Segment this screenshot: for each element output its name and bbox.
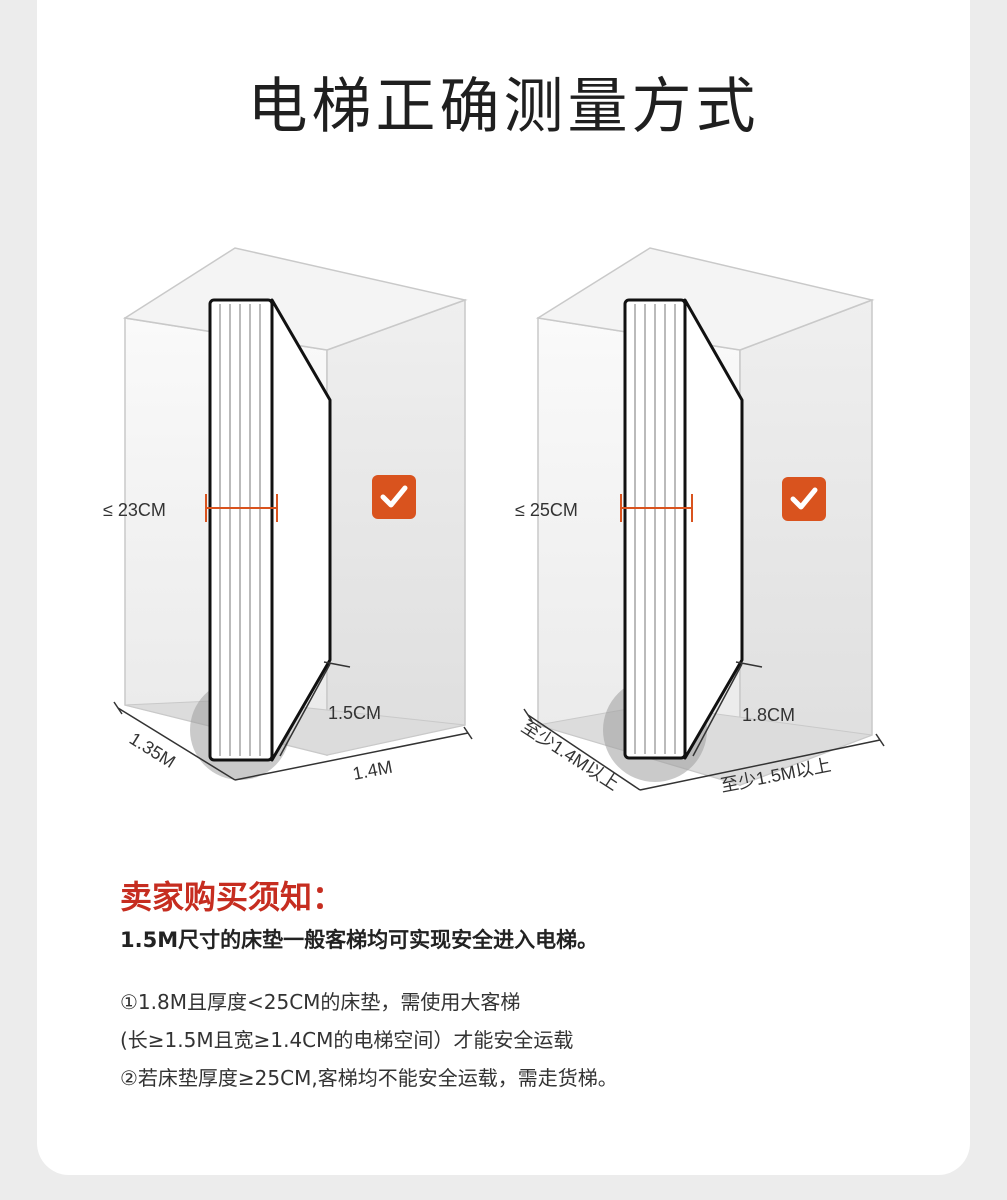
elevator-left: ≤ 23CM 1.5CM 1.35M 1.4M [103, 247, 473, 784]
mattress-left [208, 298, 332, 762]
notice-line-2: (长≥1.5M且宽≥1.4CM的电梯空间）才能安全运载 [120, 1028, 574, 1052]
diagonal-measure-left [279, 661, 351, 757]
thickness-label-right: ≤ 25CM [515, 500, 578, 520]
diagonal-label-right: 1.8CM [742, 705, 795, 725]
page-title: 电梯正确测量方式 [247, 72, 760, 142]
diagonal-measure-right [692, 661, 763, 757]
notice-line-1: ①1.8M且厚度<25CM的床垫，需使用大客梯 [120, 990, 521, 1014]
thickness-measure-left [205, 494, 278, 522]
thickness-measure-right [620, 494, 693, 522]
notice-title: 卖家购买须知： [120, 878, 345, 916]
width-label-left: 1.4M [351, 757, 394, 784]
check-icon [372, 475, 416, 519]
notice-line-3: ②若床垫厚度≥25CM,客梯均不能安全运载，需走货梯。 [120, 1066, 618, 1090]
diagonal-label-left: 1.5CM [328, 703, 381, 723]
floor-dimensions-right [523, 708, 885, 791]
check-icon [782, 477, 826, 521]
notice-lead: 1.5M尺寸的床垫一般客梯均可实现安全进入电梯。 [120, 928, 599, 952]
elevator-right: ≤ 25CM 1.8CM 至少1.4M以上 至少1.5M以上 [515, 247, 885, 796]
floor-dimensions-left [113, 701, 473, 781]
depth-label-left: 1.35M [126, 728, 179, 771]
thickness-label-left: ≤ 23CM [103, 500, 166, 520]
mattress-right [623, 298, 744, 760]
